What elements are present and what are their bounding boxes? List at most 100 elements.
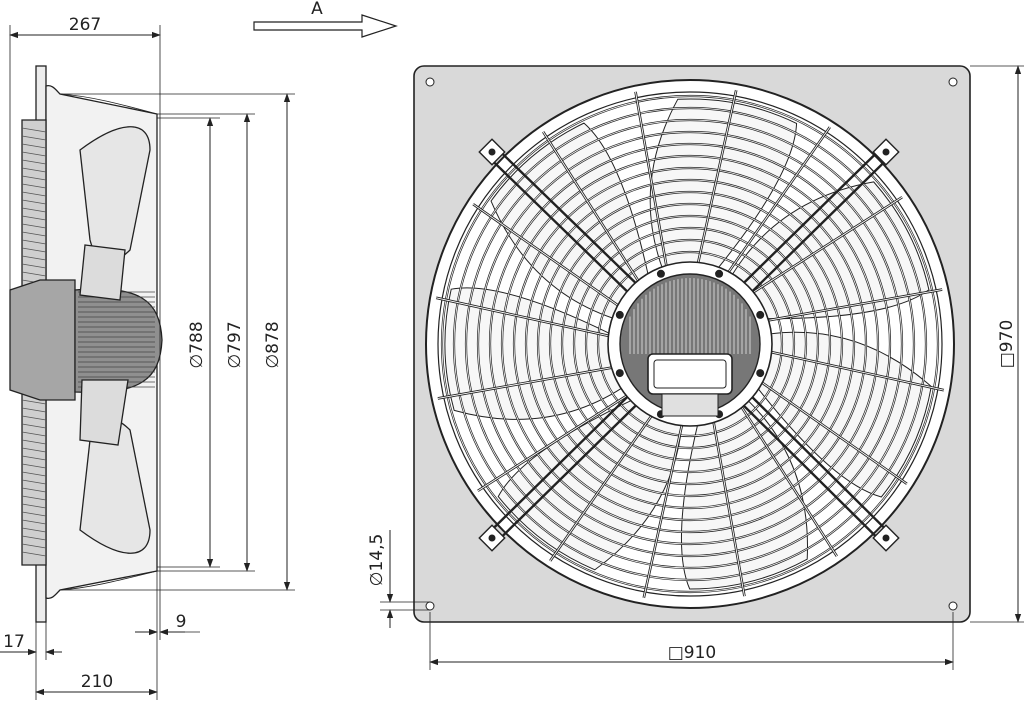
guard-ring-highlight bbox=[525, 179, 855, 509]
strut-line bbox=[21, 199, 47, 205]
svg-text:∅797: ∅797 bbox=[225, 321, 245, 368]
strut-line bbox=[21, 127, 47, 133]
strut-line bbox=[21, 495, 47, 501]
guard-ring-highlight bbox=[501, 155, 879, 533]
guard-arm bbox=[742, 146, 883, 285]
guard-ring-highlight bbox=[441, 95, 939, 593]
dim-inner-diameter: 788 bbox=[187, 321, 207, 353]
strut-line bbox=[21, 407, 47, 413]
side-view: 267 ∅788 ∅797 ∅878 9 17 210 bbox=[0, 15, 295, 700]
strut-line bbox=[21, 463, 47, 469]
guard-ring-highlight bbox=[573, 227, 807, 461]
guard-arm bbox=[495, 146, 638, 285]
motor-bolt bbox=[715, 269, 724, 278]
strut-line bbox=[21, 551, 47, 557]
guard-ring-highlight bbox=[453, 107, 927, 581]
dim-panel-size-label: □970 bbox=[997, 320, 1017, 369]
guard-spoke-highlight bbox=[713, 422, 745, 597]
dim-mid-diameter: 797 bbox=[225, 321, 245, 353]
guard-ring-highlight bbox=[477, 131, 903, 557]
guard-spoke-highlight bbox=[635, 91, 667, 266]
guard-spoke-highlight bbox=[437, 367, 612, 399]
guard-arm bbox=[495, 403, 638, 544]
strut-line bbox=[21, 423, 47, 429]
strut-line bbox=[21, 535, 47, 541]
strut-line bbox=[21, 255, 47, 261]
impeller-blade bbox=[490, 122, 649, 320]
strut-line bbox=[21, 455, 47, 461]
guard-arm bbox=[486, 394, 630, 535]
dim-hole-pitch-label: □910 bbox=[668, 643, 717, 663]
motor-bolt bbox=[756, 369, 765, 378]
guard-ring-highlight bbox=[513, 167, 867, 521]
mount-hole-bottom-left bbox=[425, 601, 435, 611]
svg-text:∅788: ∅788 bbox=[187, 321, 207, 368]
strut-line bbox=[21, 439, 47, 445]
svg-text:∅14,5: ∅14,5 bbox=[367, 534, 387, 587]
strut-line bbox=[21, 543, 47, 549]
strut-line bbox=[21, 447, 47, 453]
strut-line bbox=[21, 511, 47, 517]
strut-line bbox=[21, 431, 47, 437]
mount-hole-top-left bbox=[425, 77, 435, 87]
guard-foot-bolt bbox=[882, 148, 890, 156]
strut-line bbox=[21, 183, 47, 189]
strut-line bbox=[21, 399, 47, 405]
svg-text:□970: □970 bbox=[997, 320, 1017, 369]
guard-spoke-highlight bbox=[768, 289, 943, 321]
guard-ring-highlight bbox=[465, 119, 915, 569]
dim-hole-diameter-label: ∅14,5 bbox=[367, 534, 387, 587]
cable-glands bbox=[661, 393, 719, 417]
strut-line bbox=[21, 151, 47, 157]
guard-spoke-highlight bbox=[761, 382, 908, 485]
fan-shroud-inner bbox=[437, 91, 943, 597]
strut-line bbox=[21, 207, 47, 213]
guard-spoke-highlight bbox=[741, 407, 838, 557]
guard-ring-highlight bbox=[597, 251, 783, 437]
strut-line bbox=[21, 527, 47, 533]
impeller-blade bbox=[444, 287, 624, 420]
guard-arm bbox=[741, 403, 883, 544]
strut-line bbox=[21, 487, 47, 493]
guard-spoke-highlight bbox=[472, 203, 619, 306]
guard-ring-highlight bbox=[585, 239, 795, 449]
strut-line bbox=[21, 239, 47, 245]
guard-spoke-highlight bbox=[771, 351, 944, 391]
side-blade-root-lower bbox=[79, 379, 129, 446]
strut-line bbox=[21, 191, 47, 197]
strut-line bbox=[21, 231, 47, 237]
strut-line bbox=[21, 263, 47, 269]
dim-d878-label: ∅878 bbox=[263, 321, 283, 368]
mount-hole-bottom-right bbox=[948, 601, 958, 611]
strut-line bbox=[21, 223, 47, 229]
guard-spoke-highlight bbox=[697, 90, 737, 263]
strut-line bbox=[21, 175, 47, 181]
impeller-blade bbox=[731, 181, 930, 320]
dim-panel-size: 970 bbox=[997, 320, 1017, 352]
strut-line bbox=[21, 503, 47, 509]
dim-outer-diameter: 878 bbox=[263, 321, 283, 353]
dim-d797-label: ∅797 bbox=[225, 321, 245, 368]
strut-line bbox=[21, 415, 47, 421]
guard-arm bbox=[750, 395, 892, 535]
motor-bolt bbox=[656, 269, 665, 278]
guard-ring-highlight bbox=[489, 143, 891, 545]
strut-line bbox=[21, 167, 47, 173]
view-arrow-shape bbox=[253, 14, 398, 38]
view-direction-arrow: A bbox=[253, 0, 398, 38]
guard-spoke-highlight bbox=[542, 131, 639, 281]
nozzle-bottom-curve bbox=[59, 570, 158, 591]
side-blade-root bbox=[79, 244, 126, 301]
strut-line bbox=[21, 479, 47, 485]
guard-ring-highlight bbox=[537, 191, 843, 497]
guard-ring-highlight bbox=[549, 203, 831, 485]
side-motor-body bbox=[9, 279, 76, 401]
view-arrow-label: A bbox=[311, 0, 323, 19]
nozzle-top-curve bbox=[59, 93, 158, 115]
dim-hole-pitch: 910 bbox=[684, 643, 716, 663]
terminal-box-lid bbox=[653, 359, 727, 389]
strut-line bbox=[21, 471, 47, 477]
mount-hole-top-right bbox=[948, 77, 958, 87]
